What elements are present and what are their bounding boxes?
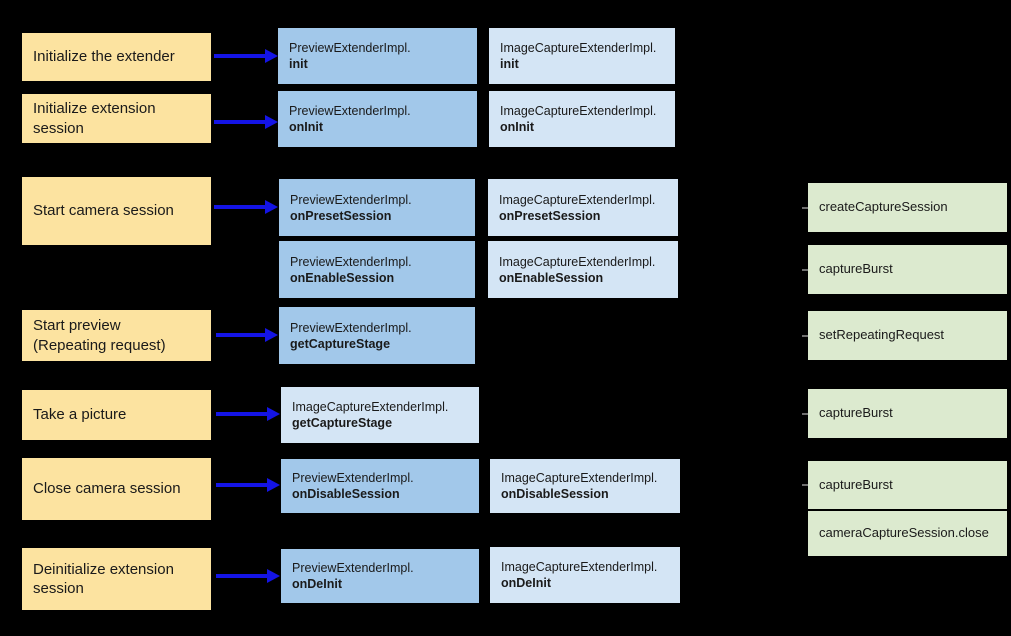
capture-method-label: onPresetSession (499, 208, 601, 223)
preview-box-oninit[interactable]: PreviewExtenderImpl. onInit (278, 91, 477, 147)
stage-label-line: session (33, 580, 84, 597)
camera-box-setrepeatingrequest[interactable]: setRepeatingRequest (808, 311, 1007, 360)
stage-box-close-camera-session[interactable]: Close camera session (22, 458, 211, 520)
arrow-shaft (216, 483, 268, 487)
capture-box-oninit[interactable]: ImageCaptureExtenderImpl. onInit (489, 91, 675, 147)
camera-call-label: captureBurst (819, 476, 893, 492)
camera-connector-tick (802, 335, 809, 337)
camera-connector-tick (802, 269, 809, 271)
stage-label-line: Start preview (33, 317, 121, 335)
capture-method-label: onEnableSession (499, 270, 604, 285)
arrow-shaft (216, 574, 268, 578)
preview-class-label: PreviewExtenderImpl. (289, 104, 411, 118)
arrow-shaft (214, 205, 266, 209)
camera-call-label: cameraCaptureSession.close (819, 525, 989, 541)
stage-label-line: Take a picture (33, 406, 127, 424)
arrow-head (265, 328, 278, 342)
camera-box-captureburst-close[interactable]: captureBurst (808, 461, 1007, 509)
preview-box-getcapturestage[interactable]: PreviewExtenderImpl. getCaptureStage (279, 307, 475, 364)
preview-method-label: onPresetSession (290, 208, 392, 223)
capture-class-label: ImageCaptureExtenderImpl. (292, 400, 449, 414)
camera-call-label: setRepeatingRequest (819, 327, 945, 343)
preview-box-init[interactable]: PreviewExtenderImpl. init (278, 28, 477, 84)
camera-connector-tick (802, 413, 809, 415)
camera-connector-tick (802, 484, 809, 486)
stage-label-line: Initialize extension (33, 100, 156, 118)
stage-label-line: (Repeating request) (33, 336, 166, 354)
capture-class-label: ImageCaptureExtenderImpl. (499, 254, 656, 269)
stage-label-line: Initialize the extender (33, 48, 175, 66)
preview-method-label: onEnableSession (290, 270, 395, 285)
camera-box-captureburst-picture[interactable]: captureBurst (808, 389, 1007, 438)
capture-box-onenablesession[interactable]: ImageCaptureExtenderImpl. onEnableSessio… (488, 241, 678, 298)
preview-class-label: PreviewExtenderImpl. (292, 561, 414, 575)
stage-box-initialize-extension-session[interactable]: Initialize extension session (22, 94, 211, 143)
camera-call-label: captureBurst (819, 261, 893, 277)
capture-class-label: ImageCaptureExtenderImpl. (501, 471, 658, 485)
arrow-shaft (216, 333, 266, 337)
arrow-head (267, 569, 280, 583)
preview-method-label: getCaptureStage (290, 336, 391, 351)
arrow-head (265, 200, 278, 214)
capture-method-label: onDisableSession (501, 487, 609, 501)
preview-box-onenablesession[interactable]: PreviewExtenderImpl. onEnableSession (279, 241, 475, 298)
stage-box-take-a-picture[interactable]: Take a picture (22, 390, 211, 440)
stage-label-line: Deinitialize extension (33, 560, 174, 578)
camera-connector-tick (802, 207, 809, 209)
preview-box-ondeinit[interactable]: PreviewExtenderImpl. onDeInit (281, 549, 479, 603)
stage-box-start-preview[interactable]: Start preview (Repeating request) (22, 310, 211, 361)
arrow-shaft (216, 412, 268, 416)
preview-class-label: PreviewExtenderImpl. (290, 192, 412, 207)
stage-label-line: Start camera session (33, 202, 174, 220)
capture-class-label: ImageCaptureExtenderImpl. (501, 560, 658, 574)
arrow-head (267, 407, 280, 421)
preview-box-onpresetsession[interactable]: PreviewExtenderImpl. onPresetSession (279, 179, 475, 236)
stage-label-line: Close camera session (33, 480, 181, 498)
stage-box-deinitialize-extension-session[interactable]: Deinitialize extension session (22, 548, 211, 610)
arrow-head (267, 478, 280, 492)
stage-box-initialize-the-extender[interactable]: Initialize the extender (22, 33, 211, 81)
arrow-head (265, 115, 278, 129)
camera-box-captureburst-enable[interactable]: captureBurst (808, 245, 1007, 294)
capture-box-init[interactable]: ImageCaptureExtenderImpl. init (489, 28, 675, 84)
camera-call-label: captureBurst (819, 405, 893, 421)
stage-box-start-camera-session[interactable]: Start camera session (22, 177, 211, 245)
capture-box-onpresetsession[interactable]: ImageCaptureExtenderImpl. onPresetSessio… (488, 179, 678, 236)
preview-class-label: PreviewExtenderImpl. (290, 254, 412, 269)
stage-label-line: session (33, 119, 84, 137)
capture-method-label: init (500, 57, 519, 71)
camera-box-createcapturesession[interactable]: createCaptureSession (808, 183, 1007, 232)
capture-method-label: onDeInit (501, 576, 551, 590)
preview-class-label: PreviewExtenderImpl. (290, 320, 412, 335)
preview-class-label: PreviewExtenderImpl. (289, 41, 411, 55)
capture-method-label: onInit (500, 120, 535, 134)
arrow-shaft (214, 120, 266, 124)
capture-box-ondeinit[interactable]: ImageCaptureExtenderImpl. onDeInit (490, 547, 680, 603)
camera-box-cameracapturesession-close[interactable]: cameraCaptureSession.close (808, 511, 1007, 556)
capture-class-label: ImageCaptureExtenderImpl. (499, 192, 656, 207)
preview-box-ondisablesession[interactable]: PreviewExtenderImpl. onDisableSession (281, 459, 479, 513)
preview-method-label: onDeInit (292, 577, 342, 591)
capture-method-label: getCaptureStage (292, 416, 393, 430)
capture-box-ondisablesession[interactable]: ImageCaptureExtenderImpl. onDisableSessi… (490, 459, 680, 513)
preview-class-label: PreviewExtenderImpl. (292, 471, 414, 485)
preview-method-label: init (289, 57, 308, 71)
capture-class-label: ImageCaptureExtenderImpl. (500, 41, 657, 55)
arrow-shaft (214, 54, 266, 58)
capture-class-label: ImageCaptureExtenderImpl. (500, 104, 657, 118)
camera-call-label: createCaptureSession (819, 199, 948, 215)
preview-method-label: onDisableSession (292, 487, 400, 501)
capture-box-getcapturestage[interactable]: ImageCaptureExtenderImpl. getCaptureStag… (281, 387, 479, 443)
preview-method-label: onInit (289, 120, 324, 134)
arrow-head (265, 49, 278, 63)
